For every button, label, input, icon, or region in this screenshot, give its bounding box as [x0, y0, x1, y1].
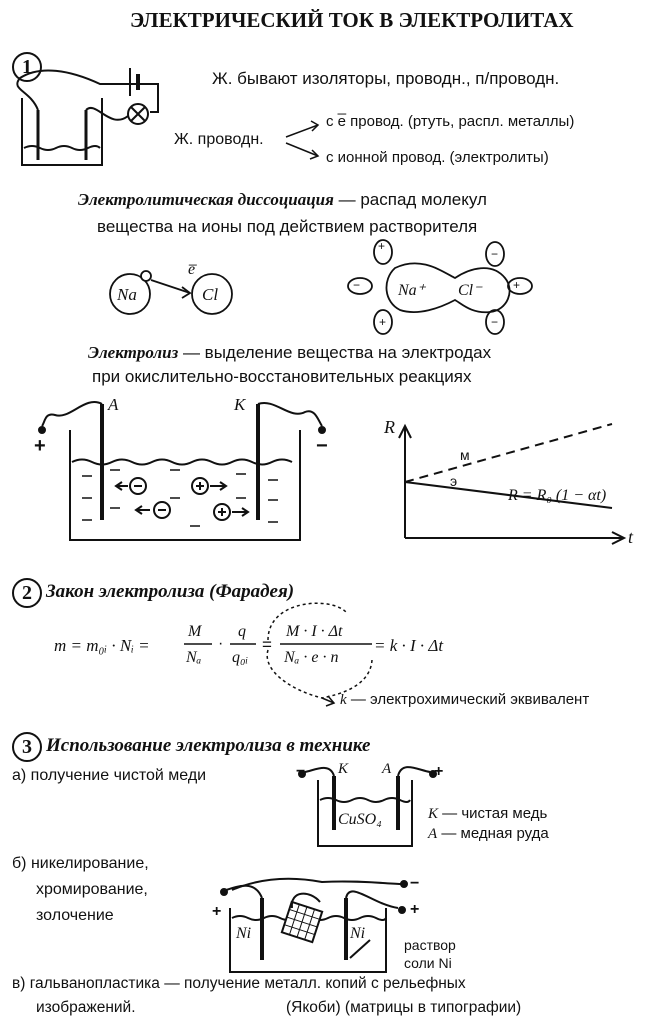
ni-right-label: Ni [350, 925, 366, 942]
formula-frac2-num: q [238, 623, 246, 640]
formula-frac1-den: Nₐ [186, 649, 202, 666]
k-symbol: k [340, 692, 347, 708]
electron-conduction-text: с e̅ провод. (ртуть, распл. металлы) [326, 113, 575, 130]
copper-refining-diagram [298, 766, 437, 847]
graph-formula: R = R₀ (1 − αt) [508, 487, 607, 504]
nickel-plus-right: + [410, 901, 420, 918]
graph-label-m: м [460, 447, 470, 463]
section-number-3: 3 [12, 732, 42, 762]
resistance-graph [398, 423, 627, 545]
na-plus-label: Na⁺ [398, 282, 426, 299]
formula-frac2-den: q₀ᵢ [232, 649, 249, 666]
cuso4-label: CuSO₄ [338, 811, 382, 828]
ni-left-label: Ni [236, 925, 252, 942]
formula-equals: = [262, 635, 272, 654]
formula-tail: = k · I · Δt [374, 636, 444, 655]
conductor-arrows [285, 120, 320, 160]
electrolysis-bath-diagram [38, 401, 326, 541]
k-pure-def: — чистая медь [438, 805, 548, 822]
graph-axis-t: t [628, 527, 634, 547]
electrolysis-term: Электролиз [88, 343, 179, 362]
copper-plus: + [434, 763, 444, 780]
item-v-line2: изображений. [36, 999, 136, 1016]
dissociation-def-line2: вещества на ионы под действием растворит… [97, 217, 478, 236]
liquids-types-text: Ж. бывают изоляторы, проводн., п/проводн… [212, 69, 560, 88]
item-b-line2: хромирование, [36, 881, 148, 898]
copper-a-label: A [382, 761, 392, 777]
copper-minus: − [296, 763, 306, 780]
item-b-line1: б) никелирование, [12, 855, 149, 872]
item-v-line1: в) гальванопластика — получение металл. … [12, 975, 466, 992]
minus-terminal: − [316, 435, 328, 457]
cl-minus-label: Cl⁻ [458, 282, 482, 299]
k-def-text: — электрохимический эквивалент [346, 691, 590, 708]
copper-k-label: K [338, 761, 349, 777]
formula-frac3-num: M · I · Δt [286, 623, 343, 640]
dipole-sign: + [378, 239, 386, 253]
na-label: Na [117, 285, 137, 304]
ionic-conduction-text: с ионной провод. (электролиты) [326, 149, 549, 166]
formula-dot: · [218, 635, 224, 652]
dipole-sign: + [379, 315, 387, 329]
section-number-2: 2 [12, 578, 42, 608]
cathode-label: K [234, 395, 246, 414]
liquids-conductors-label: Ж. проводн. [174, 131, 264, 148]
faraday-formula-lines [184, 602, 373, 707]
nickel-plating-diagram [220, 877, 408, 973]
cl-label: Cl [202, 285, 219, 304]
dissociation-term: Электролитическая диссоциация [78, 190, 334, 209]
item-v-line3: (Якоби) (матрицы в типографии) [286, 999, 522, 1016]
ni-solution-line2: соли Ni [404, 955, 452, 971]
conductivity-circuit-diagram [16, 68, 159, 166]
electron-label: e̅ [188, 261, 196, 278]
dissociation-definition: Электролитическая диссоциация — распад м… [78, 191, 487, 208]
ni-solution-line1: раствор [404, 937, 456, 953]
k-pure-symbol: K [428, 806, 439, 822]
nickel-plus: + [212, 903, 222, 920]
formula-frac1-num: M [188, 623, 202, 640]
a-ore-symbol: A [428, 826, 438, 842]
solvated-ions-diagram [347, 239, 533, 335]
graph-label-e: э [450, 473, 458, 489]
na-cl-electron-transfer [109, 270, 233, 315]
formula-frac3-den: Nₐ · e · n [284, 649, 339, 666]
dipole-sign: + [513, 278, 521, 292]
electrolysis-def-line1: — выделение вещества на электродах [178, 343, 492, 362]
technique-heading: Использование электролиза в технике [46, 735, 371, 756]
section-number-1: 1 [12, 52, 42, 82]
item-a: а) получение чистой меди [12, 767, 207, 784]
nickel-minus: − [410, 875, 420, 892]
dissociation-def-line1: — распад молекул [333, 190, 487, 209]
page-title: ЭЛЕКТРИЧЕСКИЙ ТОК В ЭЛЕКТРОЛИТАХ [130, 8, 574, 32]
formula-m: m = m₀ᵢ · Nᵢ = [54, 636, 150, 655]
electrolysis-def-line2: при окислительно-восстановительных реакц… [92, 367, 472, 386]
plus-terminal: + [34, 435, 46, 457]
a-copper-ore: A — медная руда [428, 826, 549, 842]
item-b-line3: золочение [36, 907, 114, 924]
faraday-heading: Закон электролиза (Фарадея) [46, 581, 295, 602]
dipole-sign: − [491, 247, 499, 261]
dipole-sign: − [353, 278, 361, 292]
anode-label: A [108, 395, 119, 414]
dipole-sign: − [491, 315, 499, 329]
k-pure-copper: K — чистая медь [428, 806, 547, 822]
k-definition: k — электрохимический эквивалент [340, 692, 589, 708]
graph-axis-r: R [384, 417, 395, 437]
a-ore-def: — медная руда [437, 825, 549, 842]
electrolysis-definition: Электролиз — выделение вещества на элект… [88, 344, 491, 361]
